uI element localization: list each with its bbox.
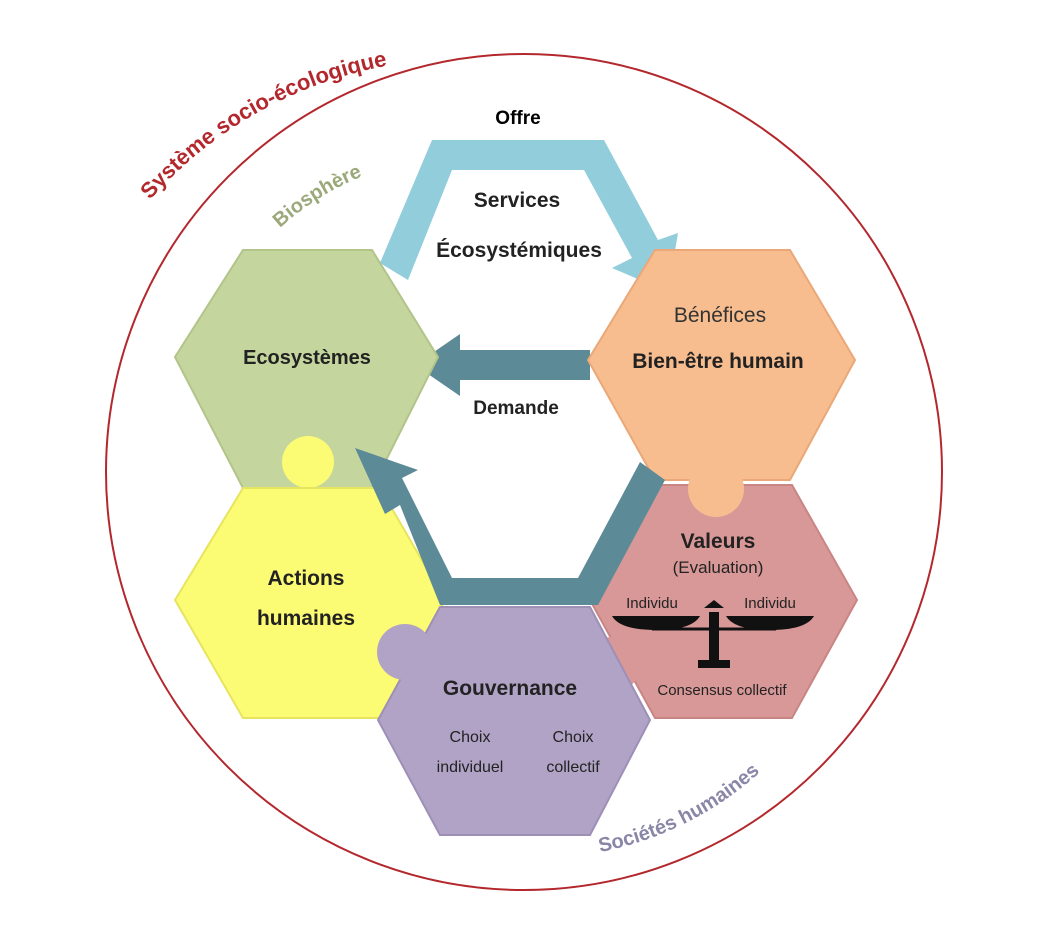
values-title: Valeurs [681,530,756,553]
services-line2: Écosystémiques [436,239,602,262]
actions-line1: Actions [267,567,344,590]
values-individu-right: Individu [744,595,796,612]
services-line1: Services [474,189,560,212]
governance-title: Gouvernance [443,677,577,700]
governance-hexagon [376,606,652,836]
scale-post [709,612,719,664]
biosphere-label-path: Biosphère [269,161,365,232]
demande-label: Demande [473,398,559,419]
governance-choice-collective-2: collectif [546,759,600,776]
governance-choice-collective-1: Choix [553,729,594,746]
values-subtitle: (Evaluation) [673,558,764,577]
values-puzzle-tab-top [688,461,744,517]
system-boundary-circle [105,53,943,891]
demande-arrow [415,334,590,396]
values-consensus: Consensus collectif [657,682,787,699]
demande-return-arrow [355,448,665,605]
offre-arrow [380,140,678,292]
actions-line2: humaines [257,607,355,630]
biosphere-label: Biosphère [269,161,365,232]
scale-base [698,660,730,668]
scale-top [704,600,724,608]
balance-scale-icon [612,600,814,668]
values-individu-left: Individu [626,595,678,612]
scale-pan-right [726,616,814,630]
scale-pan-left [612,616,700,630]
benefits-title: Bien-être humain [632,350,804,373]
ecosystems-puzzle-tab [282,436,334,488]
benefits-label: Bénéfices [674,304,766,327]
offre-label: Offre [495,108,540,129]
governance-choice-individual-2: individuel [437,759,504,776]
ecosystems-title: Ecosystèmes [243,347,371,369]
governance-puzzle-tab [377,624,433,680]
governance-choice-individual-1: Choix [450,729,491,746]
